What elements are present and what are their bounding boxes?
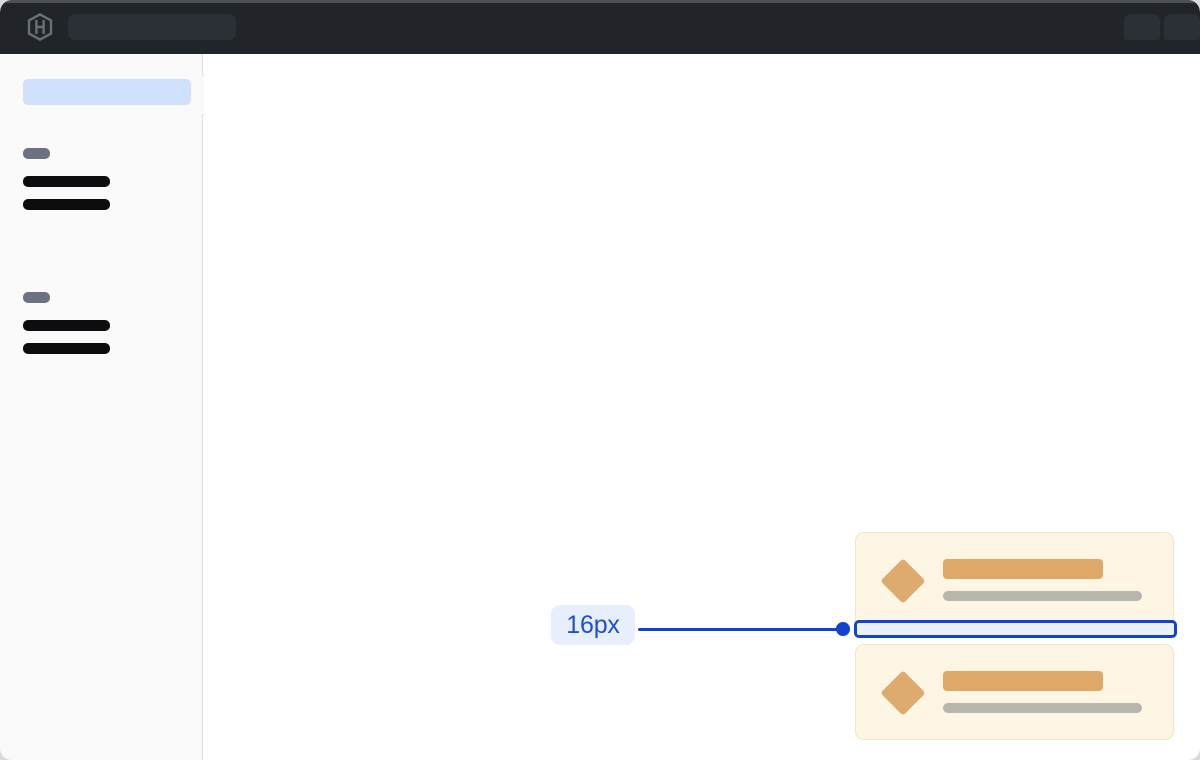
sidebar-group-1-caption [23,148,50,159]
diamond-icon [880,558,926,604]
spec-card-bottom[interactable] [855,644,1174,740]
card-title [943,559,1103,579]
sidebar-group-2 [23,292,110,354]
sidebar-group-2-caption [23,292,50,303]
sidebar-group-1 [23,148,110,210]
spec-card-top[interactable] [855,532,1174,628]
measurement-endpoint-dot [836,622,850,636]
sidebar-item-g1-1[interactable] [23,176,110,187]
body-area: 16px [0,54,1200,760]
card-subtitle [943,703,1142,713]
sidebar-item-g2-2[interactable] [23,343,110,354]
sidebar-item-g2-1[interactable] [23,320,110,331]
measurement-leader-line [638,628,842,631]
topbar-top-edge [0,0,1200,3]
card-title [943,671,1103,691]
measurement-value-badge: 16px [551,605,635,645]
notifications-button[interactable] [1124,14,1160,40]
card-subtitle [943,591,1142,601]
hashicorp-hexagon-logo-icon[interactable] [26,13,54,41]
measurement-value-label: 16px [566,610,620,639]
diamond-icon [880,670,926,716]
spacing-measurement-highlight [854,620,1177,638]
sidebar-item-g1-2[interactable] [23,199,110,210]
main-content: 16px [204,54,1200,760]
search-input[interactable] [68,14,236,40]
account-avatar-button[interactable] [1164,14,1200,40]
top-navigation-bar [0,0,1200,54]
sidebar [0,54,203,760]
sidebar-item-selected[interactable] [23,79,191,105]
